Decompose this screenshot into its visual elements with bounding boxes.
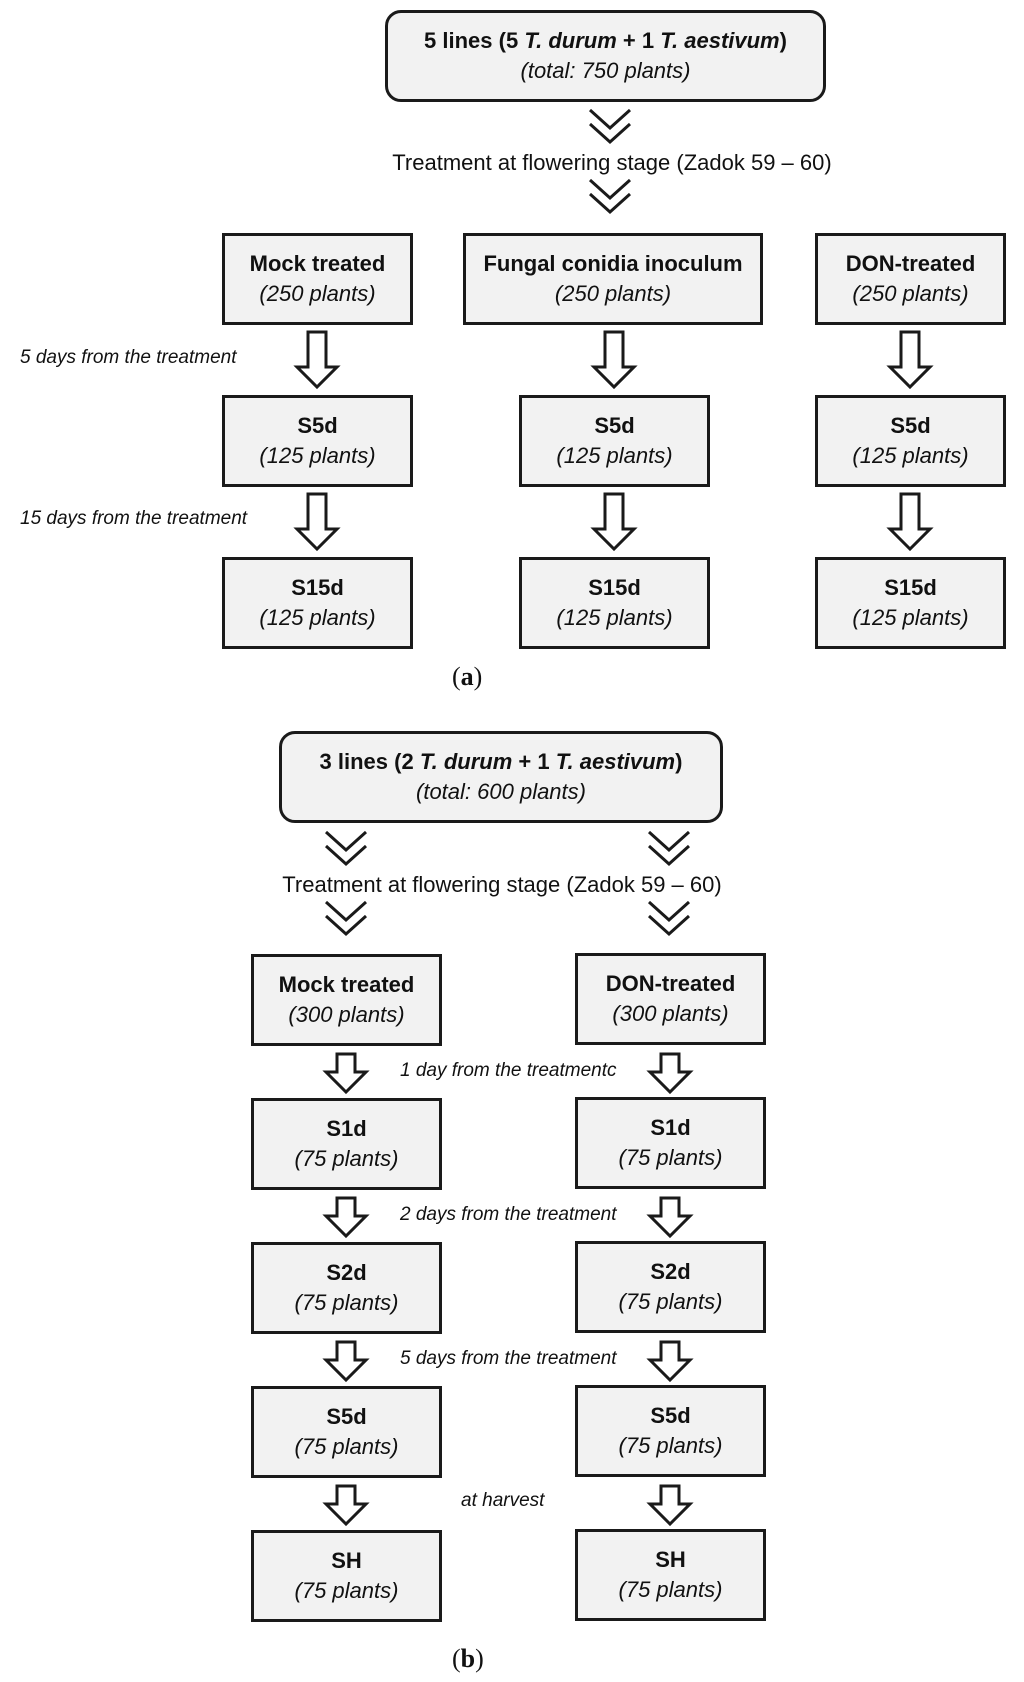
panel-a-mock-stage-1: S5d (125 plants) (222, 395, 413, 487)
panel-a-root-title: 5 lines (5 T. durum + 1 T. aestivum) (424, 28, 787, 53)
stage-name: S5d (650, 1403, 691, 1428)
down-arrow-icon (322, 1484, 370, 1527)
panel-a-root-subtitle: (total: 750 plants) (520, 58, 691, 83)
panel-a-don-stage-1: S5d (125 plants) (815, 395, 1006, 487)
stage-name: S2d (650, 1259, 691, 1284)
chevron-down-icon (647, 830, 691, 867)
stage-name: SH (655, 1547, 686, 1572)
panel-a-fungal-stage-1: S5d (125 plants) (519, 395, 710, 487)
panel-a-don-stage-2: S15d (125 plants) (815, 557, 1006, 649)
down-arrow-icon (646, 1196, 694, 1239)
stage-name: S5d (297, 413, 338, 438)
panel-b-step-label-2: 2 days from the treatment (400, 1204, 617, 1225)
stage-name: S5d (326, 1404, 367, 1429)
panel-b-don-stage-3: S5d (75 plants) (575, 1385, 766, 1477)
panel-b-treatment-label: Treatment at flowering stage (Zadok 59 –… (282, 872, 722, 897)
panel-b-mock-title: Mock treated (278, 972, 415, 997)
stage-name: S15d (884, 575, 937, 600)
chevron-down-icon (324, 830, 368, 867)
stage-plants: (125 plants) (259, 443, 376, 468)
stage-plants: (125 plants) (556, 443, 673, 468)
down-arrow-icon (322, 1052, 370, 1095)
panel-b-root-title: 3 lines (2 T. durum + 1 T. aestivum) (319, 749, 683, 774)
stage-plants: (125 plants) (556, 605, 673, 630)
panel-b-root-subtitle: (total: 600 plants) (416, 779, 586, 804)
down-arrow-icon (293, 492, 341, 552)
down-arrow-icon (646, 1052, 694, 1095)
panel-b-root-box: 3 lines (2 T. durum + 1 T. aestivum) (to… (279, 731, 723, 823)
stage-plants: (125 plants) (852, 605, 969, 630)
panel-b-mock-stage-4: SH (75 plants) (251, 1530, 442, 1622)
down-arrow-icon (322, 1340, 370, 1383)
panel-a-root-box: 5 lines (5 T. durum + 1 T. aestivum) (to… (385, 10, 826, 102)
down-arrow-icon (886, 492, 934, 552)
stage-plants: (75 plants) (294, 1578, 399, 1603)
down-arrow-icon (590, 492, 638, 552)
panel-a-fungal-stage-2: S15d (125 plants) (519, 557, 710, 649)
chevron-down-icon (647, 900, 691, 937)
stage-plants: (75 plants) (294, 1290, 399, 1315)
panel-b-don-title: DON-treated (605, 971, 736, 996)
down-arrow-icon (646, 1340, 694, 1383)
panel-a-step-label-1: 5 days from the treatment (20, 347, 237, 368)
panel-b-don-stage-4: SH (75 plants) (575, 1529, 766, 1621)
panel-b-step-label-1: 1 day from the treatmentc (400, 1060, 617, 1081)
panel-a-fungal-box: Fungal conidia inoculum (250 plants) (463, 233, 763, 325)
stage-plants: (75 plants) (294, 1434, 399, 1459)
stage-plants: (125 plants) (852, 443, 969, 468)
chevron-down-icon (588, 178, 632, 215)
panel-b-mock-stage-3: S5d (75 plants) (251, 1386, 442, 1478)
stage-name: S1d (650, 1115, 691, 1140)
down-arrow-icon (646, 1484, 694, 1527)
stage-name: S5d (594, 413, 635, 438)
panel-b-caption: (b) (452, 1644, 484, 1673)
panel-a-step-label-2: 15 days from the treatment (20, 508, 248, 529)
down-arrow-icon (322, 1196, 370, 1239)
panel-a-treatment-label: Treatment at flowering stage (Zadok 59 –… (392, 150, 832, 175)
stage-plants: (75 plants) (294, 1146, 399, 1171)
chevron-down-icon (588, 108, 632, 145)
panel-b-step-label-4: at harvest (461, 1490, 545, 1511)
stage-name: S2d (326, 1260, 367, 1285)
panel-b-step-label-3: 5 days from the treatment (400, 1348, 617, 1369)
stage-name: SH (331, 1548, 362, 1573)
chevron-down-icon (324, 900, 368, 937)
panel-a-don-box: DON-treated (250 plants) (815, 233, 1006, 325)
panel-b-don-plants: (300 plants) (612, 1001, 729, 1026)
panel-b-mock-plants: (300 plants) (288, 1002, 405, 1027)
stage-name: S1d (326, 1116, 367, 1141)
stage-plants: (75 plants) (618, 1145, 723, 1170)
panel-a-fungal-plants: (250 plants) (554, 281, 672, 306)
panel-b-mock-stage-2: S2d (75 plants) (251, 1242, 442, 1334)
panel-a-fungal-title: Fungal conidia inoculum (483, 251, 743, 276)
panel-b-don-stage-2: S2d (75 plants) (575, 1241, 766, 1333)
down-arrow-icon (293, 330, 341, 390)
panel-a-mock-plants: (250 plants) (259, 281, 376, 306)
stage-plants: (75 plants) (618, 1289, 723, 1314)
panel-a-mock-box: Mock treated (250 plants) (222, 233, 413, 325)
panel-b-mock-stage-1: S1d (75 plants) (251, 1098, 442, 1190)
panel-a-don-plants: (250 plants) (852, 281, 969, 306)
stage-plants: (125 plants) (259, 605, 376, 630)
stage-name: S5d (890, 413, 931, 438)
panel-a-mock-title: Mock treated (249, 251, 386, 276)
down-arrow-icon (590, 330, 638, 390)
panel-a-mock-stage-2: S15d (125 plants) (222, 557, 413, 649)
panel-a-don-title: DON-treated (845, 251, 976, 276)
panel-b-don-box: DON-treated (300 plants) (575, 953, 766, 1045)
down-arrow-icon (886, 330, 934, 390)
panel-b-mock-box: Mock treated (300 plants) (251, 954, 442, 1046)
stage-name: S15d (291, 575, 344, 600)
panel-a-caption: (a) (452, 662, 483, 691)
panel-b-don-stage-1: S1d (75 plants) (575, 1097, 766, 1189)
stage-plants: (75 plants) (618, 1433, 723, 1458)
stage-plants: (75 plants) (618, 1577, 723, 1602)
stage-name: S15d (588, 575, 641, 600)
